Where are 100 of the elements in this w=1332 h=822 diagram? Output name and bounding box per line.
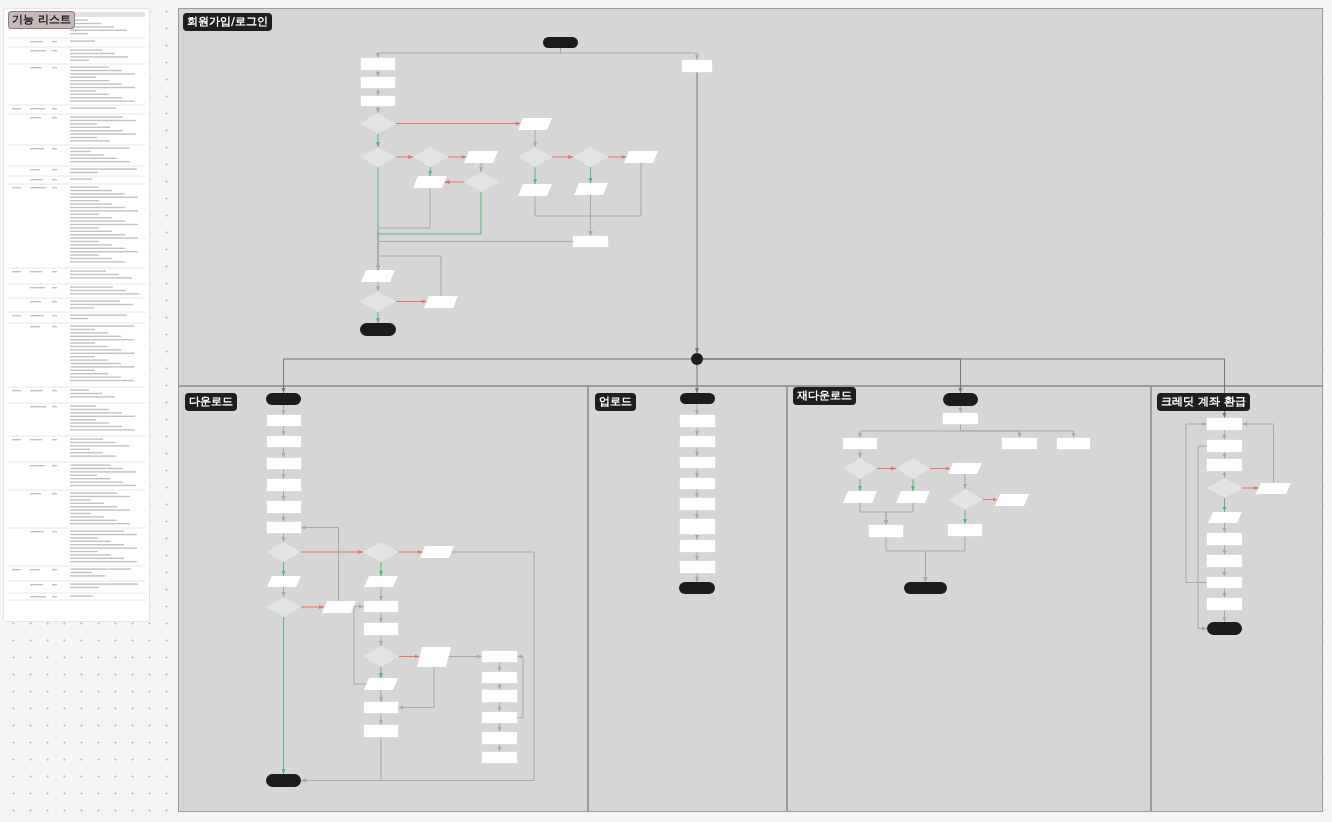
data-parallelogram: [417, 646, 451, 667]
data-parallelogram: [420, 546, 454, 558]
process-box: [1207, 418, 1242, 430]
section-panel: [178, 386, 588, 812]
process-box: [364, 702, 398, 713]
data-parallelogram: [361, 270, 395, 282]
terminal-pill: [266, 774, 301, 787]
section-title: 재다운로드: [793, 387, 856, 405]
arrow: [588, 162, 642, 237]
arrow: [1222, 470, 1227, 479]
process-box: [682, 60, 712, 72]
arrow: [876, 466, 897, 471]
process-box: [482, 732, 517, 744]
arrow: [281, 561, 286, 577]
process-box: [1207, 440, 1242, 452]
process-box: [266, 501, 301, 513]
arrow: [376, 255, 442, 296]
decision-diamond: [363, 646, 399, 667]
process-box: [679, 457, 715, 468]
arrow: [1222, 544, 1227, 556]
arrow: [695, 572, 699, 583]
process-box: [482, 651, 517, 662]
arrow: [516, 654, 524, 718]
process-box: [1057, 438, 1090, 449]
arrow: [923, 535, 966, 583]
arrow: [300, 605, 325, 609]
arrow: [533, 166, 537, 185]
process-box: [1002, 438, 1037, 449]
data-parallelogram: [518, 184, 552, 196]
arrow: [497, 682, 502, 691]
decision-diamond: [360, 291, 396, 312]
decision-diamond: [518, 147, 552, 167]
arrow: [695, 364, 699, 394]
data-parallelogram: [413, 176, 447, 188]
terminal-pill: [360, 323, 396, 336]
arrow: [281, 468, 286, 480]
arrow: [281, 616, 286, 775]
process-box: [364, 725, 398, 737]
data-parallelogram: [896, 491, 930, 503]
arrow: [353, 604, 367, 685]
section-panel: [787, 386, 1151, 812]
process-box: [1207, 598, 1242, 610]
arrow: [1222, 587, 1227, 599]
arrow: [300, 525, 339, 602]
arrow: [376, 69, 380, 78]
terminal-pill: [679, 582, 715, 594]
arrow: [376, 281, 380, 292]
terminal-pill: [904, 582, 947, 594]
arrow: [428, 166, 433, 177]
process-box: [364, 601, 398, 612]
terminal-pill: [266, 393, 301, 405]
process-box: [948, 524, 982, 536]
arrow: [395, 155, 414, 159]
process-box: [361, 96, 395, 106]
terminal-pill: [943, 393, 978, 406]
process-box: [843, 438, 877, 449]
section-title: 업로드: [595, 393, 636, 411]
arrow: [1222, 451, 1227, 460]
arrow: [695, 509, 699, 520]
arrow: [395, 299, 427, 304]
section-panel: [1151, 386, 1323, 812]
arrow: [1222, 522, 1227, 534]
arrow: [695, 71, 699, 354]
arrow: [281, 404, 286, 416]
process-box: [266, 522, 301, 533]
junction-circle: [691, 353, 703, 365]
arrow: [1241, 422, 1274, 483]
process-box: [1207, 555, 1242, 567]
arrow: [376, 311, 380, 324]
terminal-pill: [543, 37, 578, 48]
process-box: [1207, 577, 1242, 588]
arrow: [448, 654, 483, 659]
process-box: [361, 58, 395, 70]
arrow: [858, 478, 862, 492]
process-box: [482, 712, 517, 723]
arrow: [447, 155, 467, 159]
arrow: [395, 121, 521, 126]
decision-diamond: [360, 113, 396, 134]
arrow: [376, 105, 380, 114]
arrow: [497, 701, 502, 713]
arrow: [884, 502, 914, 526]
terminal-pill: [679, 393, 715, 404]
arrow: [1222, 497, 1227, 513]
list-title: 기능 리스트: [8, 11, 75, 29]
decision-diamond: [266, 542, 301, 562]
arrow: [300, 736, 382, 783]
data-parallelogram: [573, 183, 608, 195]
arrow: [497, 722, 502, 733]
section-title: 다운로드: [185, 393, 237, 411]
arrow: [397, 666, 435, 710]
arrow: [911, 478, 915, 492]
arrow: [695, 467, 699, 479]
process-box: [482, 752, 517, 763]
arrow: [1241, 486, 1259, 490]
data-parallelogram: [995, 493, 1029, 506]
process-box: [869, 525, 903, 537]
process-box: [482, 690, 517, 702]
arrow: [376, 133, 380, 148]
data-parallelogram: [266, 576, 301, 587]
decision-diamond: [573, 147, 608, 167]
